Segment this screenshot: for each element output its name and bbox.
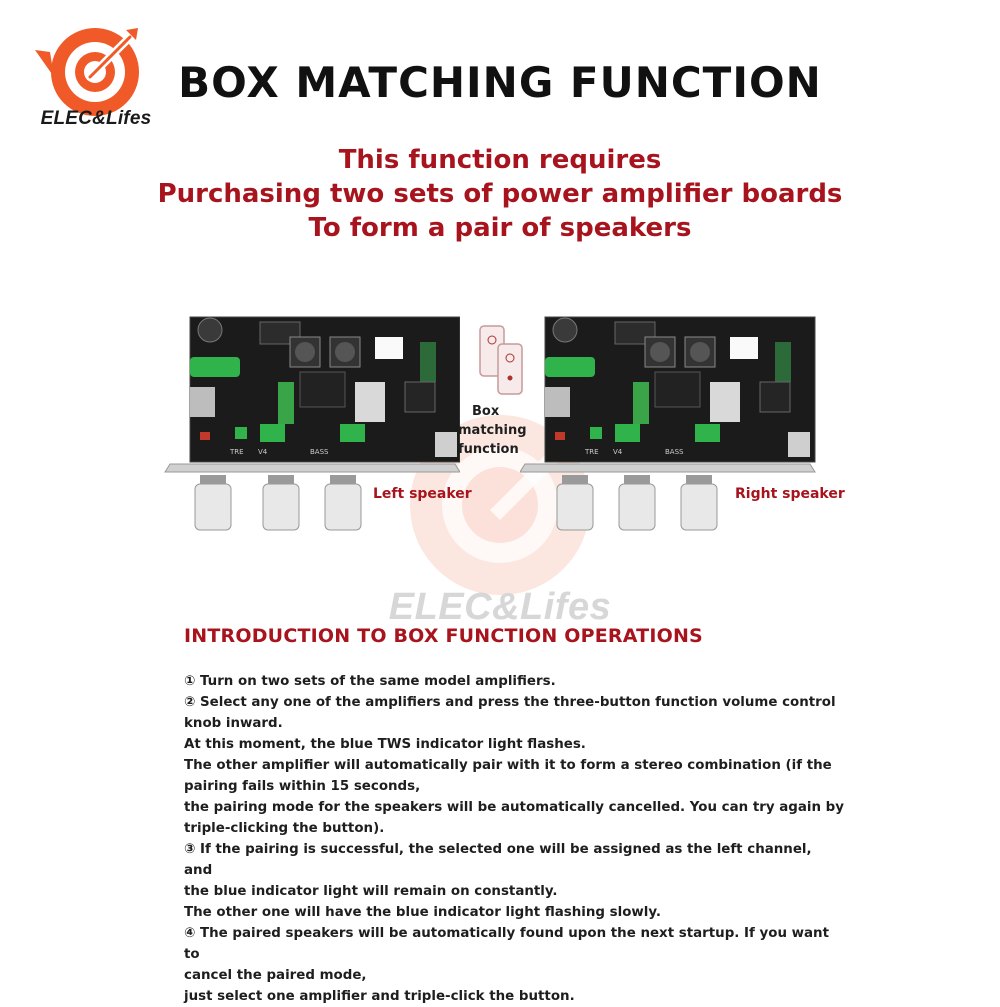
instruction-line: the blue indicator light will remain on … — [184, 884, 558, 899]
watermark-text: ELEC&Lifes — [388, 586, 612, 628]
instruction-line: ④ The paired speakers will be automatica… — [184, 926, 829, 962]
left-board-knob-1 — [194, 475, 232, 531]
box-matching-label-line-2: matching — [458, 423, 527, 438]
intro-heading: INTRODUCTION TO BOX FUNCTION OPERATIONS — [184, 625, 703, 647]
subtitle-line-2: Purchasing two sets of power amplifier b… — [157, 179, 843, 209]
left-board-knob-3 — [324, 475, 362, 531]
instruction-line: the pairing mode for the speakers will b… — [184, 800, 844, 815]
brand-logo-text: ELEC&Lifes — [40, 108, 152, 129]
right-speaker-label: Right speaker — [735, 486, 845, 502]
instruction-line: The other amplifier will automatically p… — [184, 758, 832, 773]
instruction-line: pairing fails within 15 seconds, — [184, 779, 421, 794]
left-board-knob-2 — [262, 475, 300, 531]
left-amplifier-board: TRE V4 BASS — [164, 316, 460, 531]
right-board-knob-1 — [556, 475, 594, 531]
instructions-body: ① Turn on two sets of the same model amp… — [184, 671, 844, 1007]
right-board-label-v4: V4 — [613, 448, 623, 456]
phones-pairing-icon — [479, 325, 523, 395]
box-matching-label-line-3: function — [458, 442, 519, 457]
left-board-label-tre: TRE — [229, 448, 244, 456]
instruction-line: At this moment, the blue TWS indicator l… — [184, 737, 586, 752]
right-amplifier-board: TRE V4 BASS — [520, 316, 816, 531]
instruction-line: just select one amplifier and triple-cli… — [184, 989, 575, 1004]
page-title: BOX MATCHING FUNCTION — [178, 58, 822, 107]
brand-logo-icon — [35, 28, 139, 116]
right-board-label-tre: TRE — [584, 448, 599, 456]
left-board-label-v4: V4 — [258, 448, 268, 456]
left-board-label-bass: BASS — [310, 448, 329, 456]
instruction-line: triple-clicking the button). — [184, 821, 385, 836]
right-board-knob-3 — [680, 475, 718, 531]
right-board-label-bass: BASS — [665, 448, 684, 456]
instruction-line: cancel the paired mode, — [184, 968, 367, 983]
instruction-line: ② Select any one of the amplifiers and p… — [184, 695, 836, 710]
box-matching-function-label: Box matching function — [458, 402, 548, 459]
box-matching-label-line-1: Box — [472, 404, 500, 419]
left-speaker-label: Left speaker — [373, 486, 472, 502]
right-board-knob-2 — [618, 475, 656, 531]
instruction-line: ① Turn on two sets of the same model amp… — [184, 674, 556, 689]
instruction-line: The other one will have the blue indicat… — [184, 905, 661, 920]
instruction-line: knob inward. — [184, 716, 283, 731]
subtitle-line-1: This function requires — [338, 145, 662, 175]
subtitle-line-3: To form a pair of speakers — [308, 213, 692, 243]
instruction-line: ③ If the pairing is successful, the sele… — [184, 842, 812, 878]
